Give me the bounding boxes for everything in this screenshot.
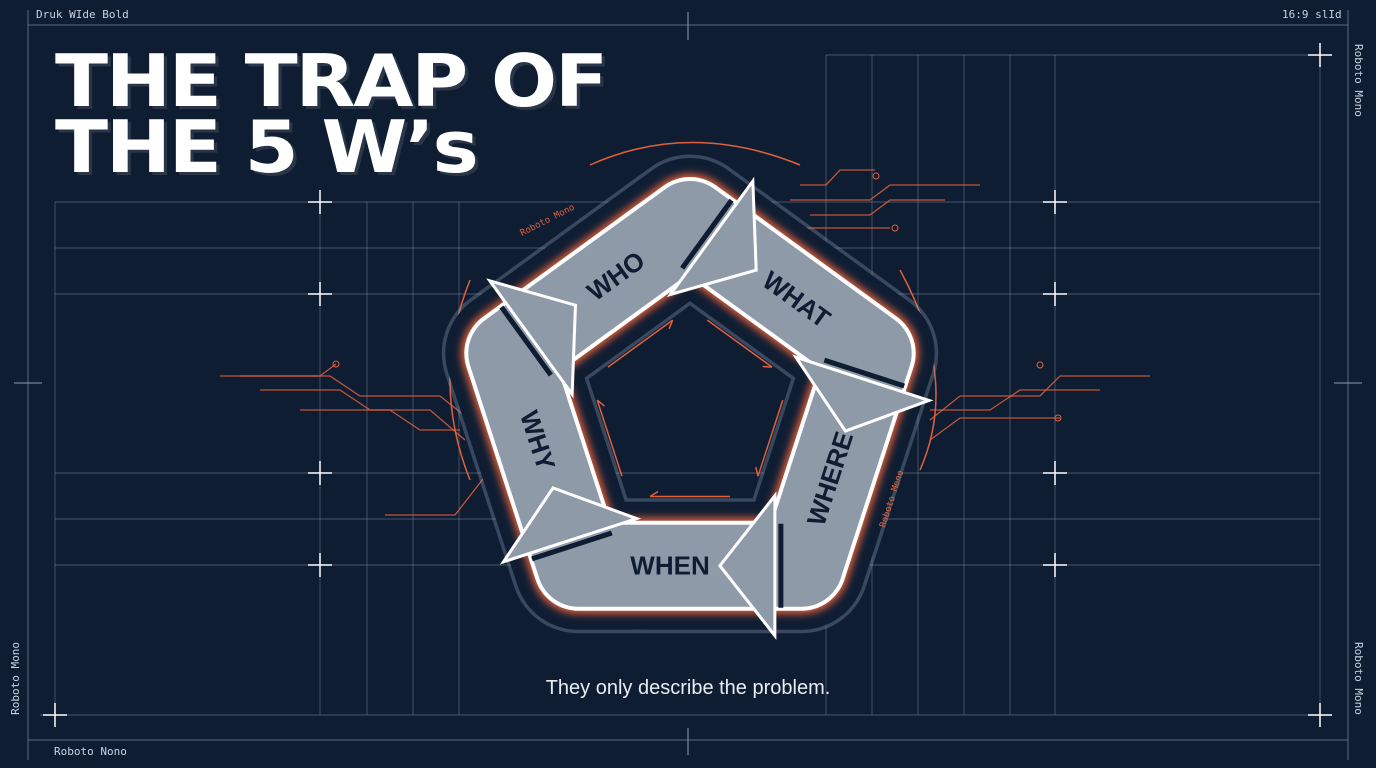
font-annotation-top-left: Druk WIde Bold xyxy=(36,8,129,21)
circuit-node xyxy=(891,224,899,232)
crosshair-mark xyxy=(308,461,332,485)
circuit-trace xyxy=(790,184,980,201)
circuit-trace xyxy=(800,169,875,186)
crosshair-mark xyxy=(1043,553,1067,577)
circuit-trace xyxy=(929,417,1060,441)
slide-title: THE TRAP OF THE 5 W’s xyxy=(55,39,608,189)
circuit-trace xyxy=(810,199,945,216)
font-annotation-bottom-left: Roboto Nono xyxy=(54,745,127,758)
cycle-arrowhead xyxy=(486,278,578,399)
cycle-arrowhead xyxy=(666,176,758,298)
inner-flow-arrow xyxy=(755,399,784,477)
title-line-1: THE TRAP OF xyxy=(55,39,608,123)
cycle-arrowhead xyxy=(792,354,934,433)
orbit-arc xyxy=(589,141,801,166)
inner-flow-arrow xyxy=(607,319,674,368)
circuit-trace xyxy=(240,375,471,421)
title-line-2: THE 5 W’s xyxy=(55,105,479,189)
inner-flow-arrow xyxy=(649,490,730,498)
circuit-trace xyxy=(385,469,491,516)
font-annotation-right-bottom: Roboto Mono xyxy=(1352,642,1365,715)
circuit-node xyxy=(332,360,340,368)
cycle-label-when: WHEN xyxy=(630,551,709,581)
crosshair-mark xyxy=(308,282,332,306)
crosshair-mark xyxy=(1308,703,1332,727)
circuit-trace xyxy=(930,389,1100,411)
format-annotation-top-right: 16:9 slId xyxy=(1282,8,1342,21)
circuit-node xyxy=(872,172,880,180)
crosshair-mark xyxy=(1043,461,1067,485)
cycle-arrowhead xyxy=(499,486,642,565)
crosshair-mark xyxy=(1043,190,1067,214)
inner-flow-arrow xyxy=(706,319,773,368)
font-annotation-right-top: Roboto Mono xyxy=(1352,44,1365,117)
cycle-arrowhead xyxy=(717,491,777,641)
circuit-trace xyxy=(929,375,1150,421)
arrow-separator xyxy=(823,357,905,389)
inner-flow-arrow xyxy=(596,399,623,477)
slide-subtitle: They only describe the problem. xyxy=(545,677,831,699)
arrow-separator xyxy=(680,198,734,270)
crosshair-mark xyxy=(1043,282,1067,306)
crosshair-mark xyxy=(1308,43,1332,67)
circuit-node xyxy=(1036,361,1044,369)
crosshair-mark xyxy=(308,190,332,214)
arrow-separator xyxy=(531,530,613,562)
orbit-arc xyxy=(449,279,471,481)
crosshair-mark xyxy=(43,703,67,727)
circuit-node xyxy=(1054,414,1062,422)
orbit-arc xyxy=(899,269,937,471)
arrow-separator xyxy=(499,305,553,377)
crosshair-mark xyxy=(308,553,332,577)
circuit-trace xyxy=(300,409,460,431)
